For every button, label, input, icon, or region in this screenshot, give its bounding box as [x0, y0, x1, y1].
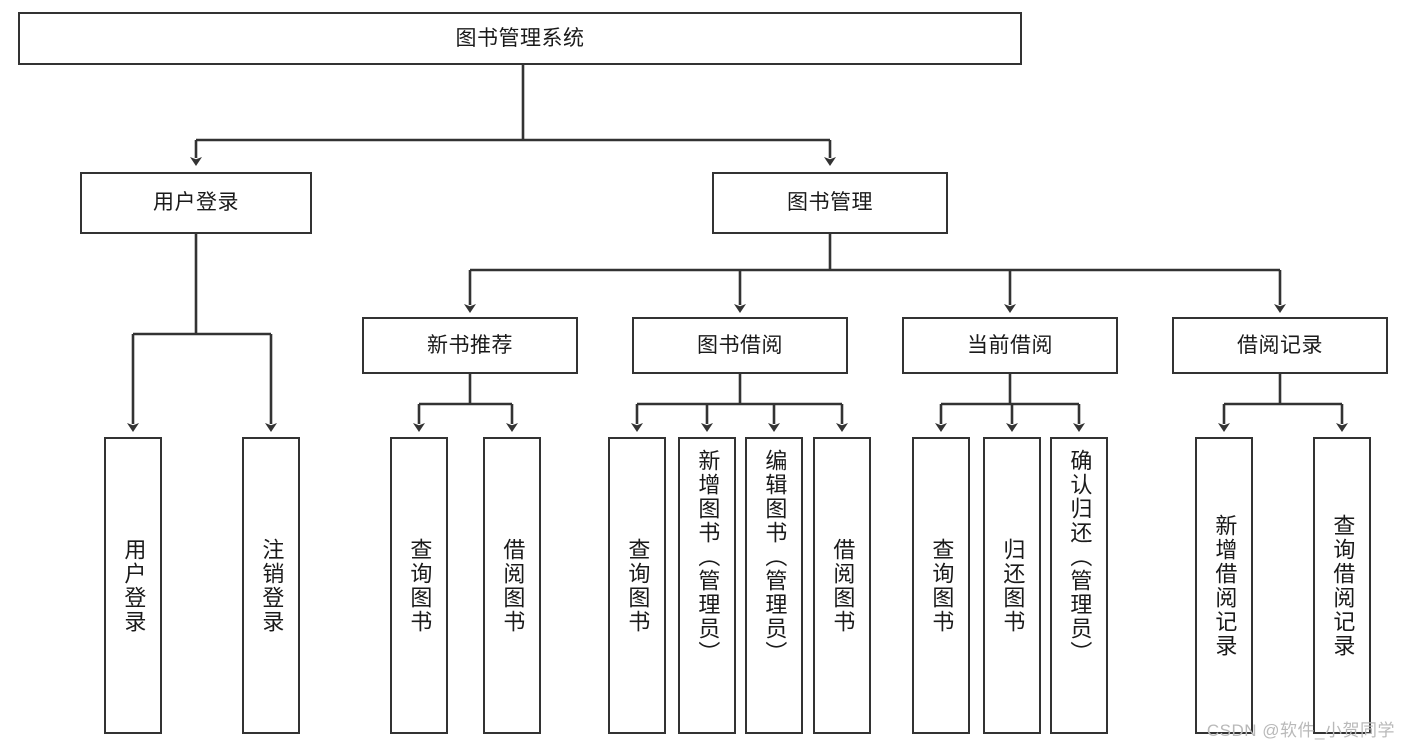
node-current-borrow-label: 当前借阅: [967, 333, 1053, 357]
leaf-return-book-label: 归还图书: [1000, 537, 1026, 634]
node-root[interactable]: 图书管理系统: [18, 12, 1022, 65]
leaf-add-record-label: 新增借阅记录: [1212, 513, 1238, 658]
leaf-edit-book[interactable]: 编辑图书（管理员）: [745, 437, 803, 734]
node-user-login-label: 用户登录: [153, 191, 239, 215]
node-borrow-record[interactable]: 借阅记录: [1172, 317, 1388, 374]
node-book-manage[interactable]: 图书管理: [712, 172, 948, 234]
leaf-query-book-2[interactable]: 查询图书: [608, 437, 666, 734]
node-book-borrow-label: 图书借阅: [697, 333, 783, 357]
leaf-add-book-label: 新增图书（管理员）: [695, 449, 721, 665]
leaf-return-book[interactable]: 归还图书: [983, 437, 1041, 734]
node-new-book-recommend-label: 新书推荐: [427, 333, 513, 357]
leaf-query-book-3-label: 查询图书: [929, 537, 955, 634]
leaf-user-login[interactable]: 用户登录: [104, 437, 162, 734]
leaf-query-book-1-label: 查询图书: [407, 537, 433, 634]
leaf-edit-book-label: 编辑图书（管理员）: [762, 449, 788, 665]
node-root-label: 图书管理系统: [455, 26, 585, 50]
leaf-logout-login[interactable]: 注销登录: [242, 437, 300, 734]
leaf-confirm-return-label: 确认归还（管理员）: [1067, 449, 1093, 665]
leaf-add-book[interactable]: 新增图书（管理员）: [678, 437, 736, 734]
csdn-watermark: CSDN @软件_小贺同学: [1206, 721, 1395, 740]
node-user-login[interactable]: 用户登录: [80, 172, 312, 234]
leaf-query-book-1[interactable]: 查询图书: [390, 437, 448, 734]
leaf-add-record[interactable]: 新增借阅记录: [1195, 437, 1253, 734]
node-borrow-record-label: 借阅记录: [1237, 333, 1323, 357]
node-current-borrow[interactable]: 当前借阅: [902, 317, 1118, 374]
leaf-query-book-3[interactable]: 查询图书: [912, 437, 970, 734]
leaf-user-login-label: 用户登录: [121, 537, 147, 634]
leaf-query-book-2-label: 查询图书: [625, 537, 651, 634]
leaf-query-record[interactable]: 查询借阅记录: [1313, 437, 1371, 734]
leaf-borrow-book-2[interactable]: 借阅图书: [813, 437, 871, 734]
leaf-query-record-label: 查询借阅记录: [1330, 513, 1356, 658]
leaf-confirm-return[interactable]: 确认归还（管理员）: [1050, 437, 1108, 734]
node-book-borrow[interactable]: 图书借阅: [632, 317, 848, 374]
node-new-book-recommend[interactable]: 新书推荐: [362, 317, 578, 374]
leaf-borrow-book-1[interactable]: 借阅图书: [483, 437, 541, 734]
node-book-manage-label: 图书管理: [787, 191, 873, 215]
leaf-borrow-book-1-label: 借阅图书: [500, 537, 526, 634]
leaf-logout-login-label: 注销登录: [259, 537, 285, 634]
leaf-borrow-book-2-label: 借阅图书: [830, 537, 856, 634]
